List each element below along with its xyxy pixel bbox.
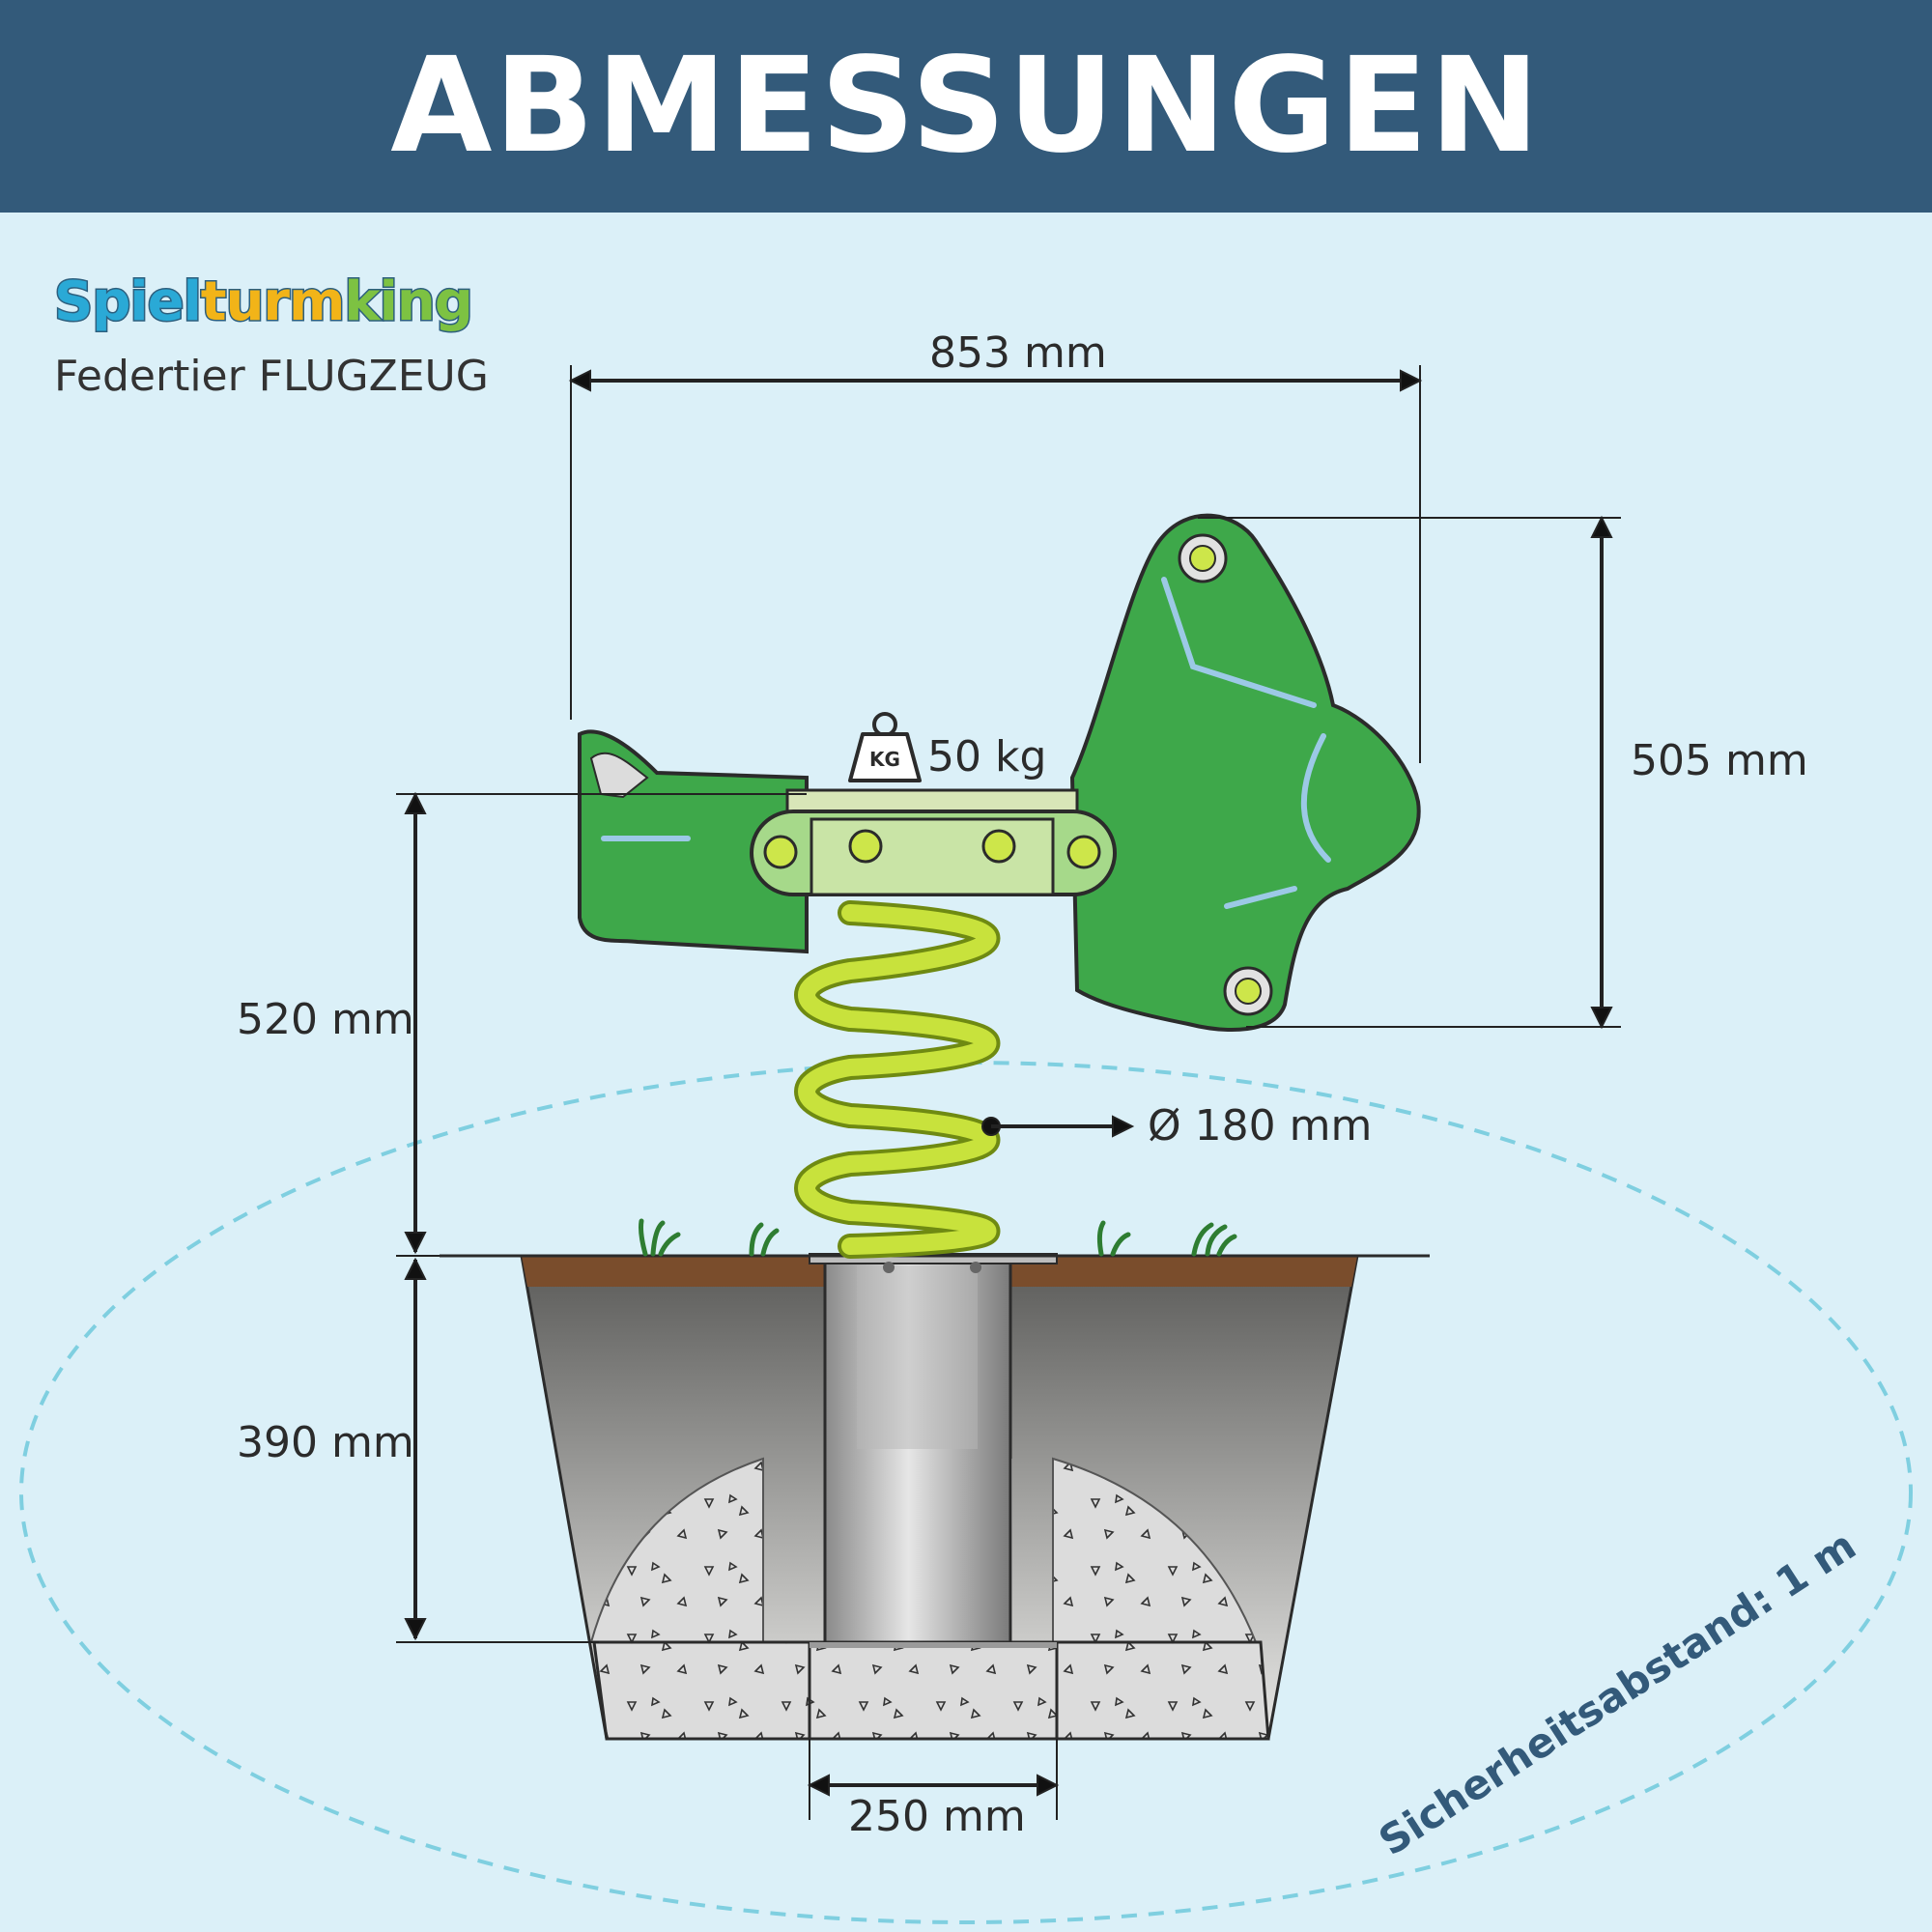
brand-logo-part1: Spiel <box>53 270 204 335</box>
dim-width: 853 mm <box>929 328 1107 378</box>
page-title: ABMESSUNGEN <box>390 30 1542 183</box>
dim-max-load: 50 kg <box>927 732 1047 781</box>
brand-logo-part2: turm <box>199 270 347 335</box>
foundation-pit <box>520 1253 1359 1741</box>
safety-distance-label: Sicherheitsabstand: 1 m <box>1371 1521 1864 1865</box>
diagram-drawing: KG Sicherheitsabstand: 1 m <box>19 365 1913 1924</box>
dim-body-height: 505 mm <box>1631 736 1808 785</box>
brand-logo-part3: king <box>343 270 474 335</box>
dim-foundation-depth: 390 mm <box>237 1418 414 1467</box>
dim-seat-height: 520 mm <box>237 995 414 1044</box>
weight-icon: KG <box>848 712 922 782</box>
safety-zone-ring <box>19 1061 1913 1924</box>
brand-logo: Spielturmking <box>53 270 475 335</box>
grass-tufts <box>639 1218 1237 1257</box>
product-name: Federtier FLUGZEUG <box>54 352 489 401</box>
dimension-lines <box>396 365 1621 1820</box>
airplane-body <box>578 513 1421 1032</box>
dim-foundation-width: 250 mm <box>848 1792 1026 1841</box>
weight-icon-label: KG <box>869 748 900 771</box>
header-bar: ABMESSUNGEN <box>0 0 1932 213</box>
dim-spring-diameter: Ø 180 mm <box>1148 1101 1373 1151</box>
base-plate <box>808 1640 1059 1741</box>
